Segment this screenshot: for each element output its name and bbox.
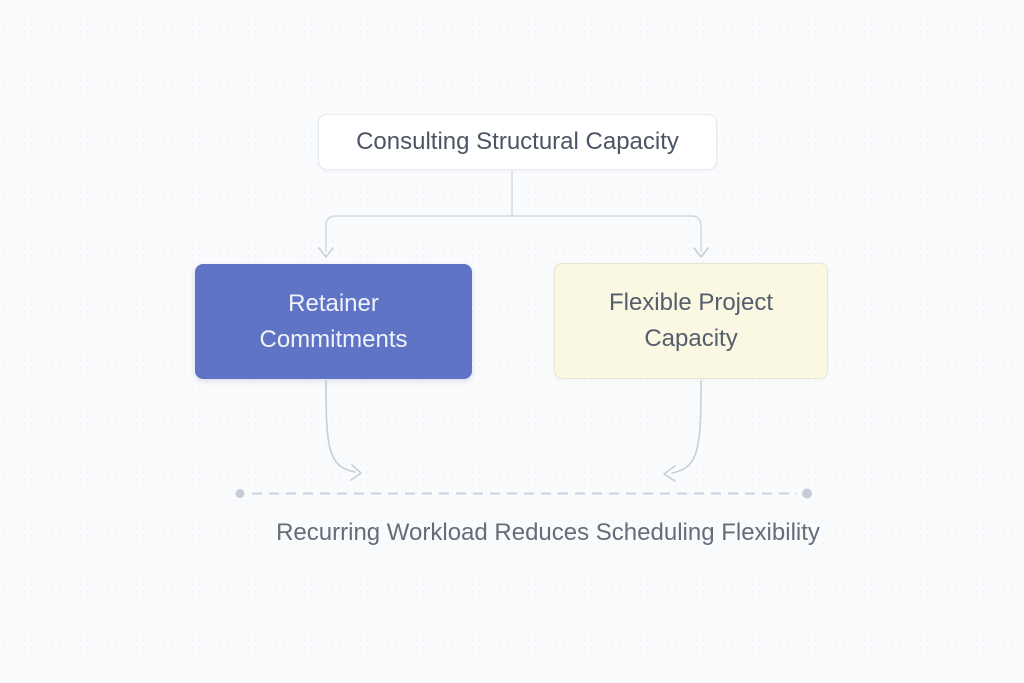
- arrowhead-flexible-constraint-icon: [663, 465, 676, 482]
- dashed-line-left-dot: [235, 489, 245, 498]
- dashed-line-right-dot: [802, 488, 812, 499]
- connector-root-split: [325, 215, 702, 252]
- node-retainer-label: Retainer Commitments: [259, 289, 408, 353]
- node-retainer-commitments: Retainer Commitments: [195, 264, 472, 379]
- node-flexible-project-capacity: Flexible Project Capacity: [554, 263, 828, 379]
- constraint-caption: Recurring Workload Reduces Scheduling Fl…: [276, 519, 820, 546]
- arrow-flexible-to-constraint: [671, 380, 702, 474]
- arrow-retainer-to-constraint: [325, 380, 356, 473]
- node-root-label: Consulting Structural Capacity: [356, 128, 679, 155]
- arrowhead-to-retainer-icon: [318, 247, 334, 258]
- node-consulting-structural-capacity: Consulting Structural Capacity: [318, 114, 717, 170]
- arrowhead-retainer-constraint-icon: [350, 464, 362, 481]
- arrowhead-to-flexible-icon: [693, 247, 709, 258]
- node-flexible-label: Flexible Project Capacity: [608, 289, 774, 352]
